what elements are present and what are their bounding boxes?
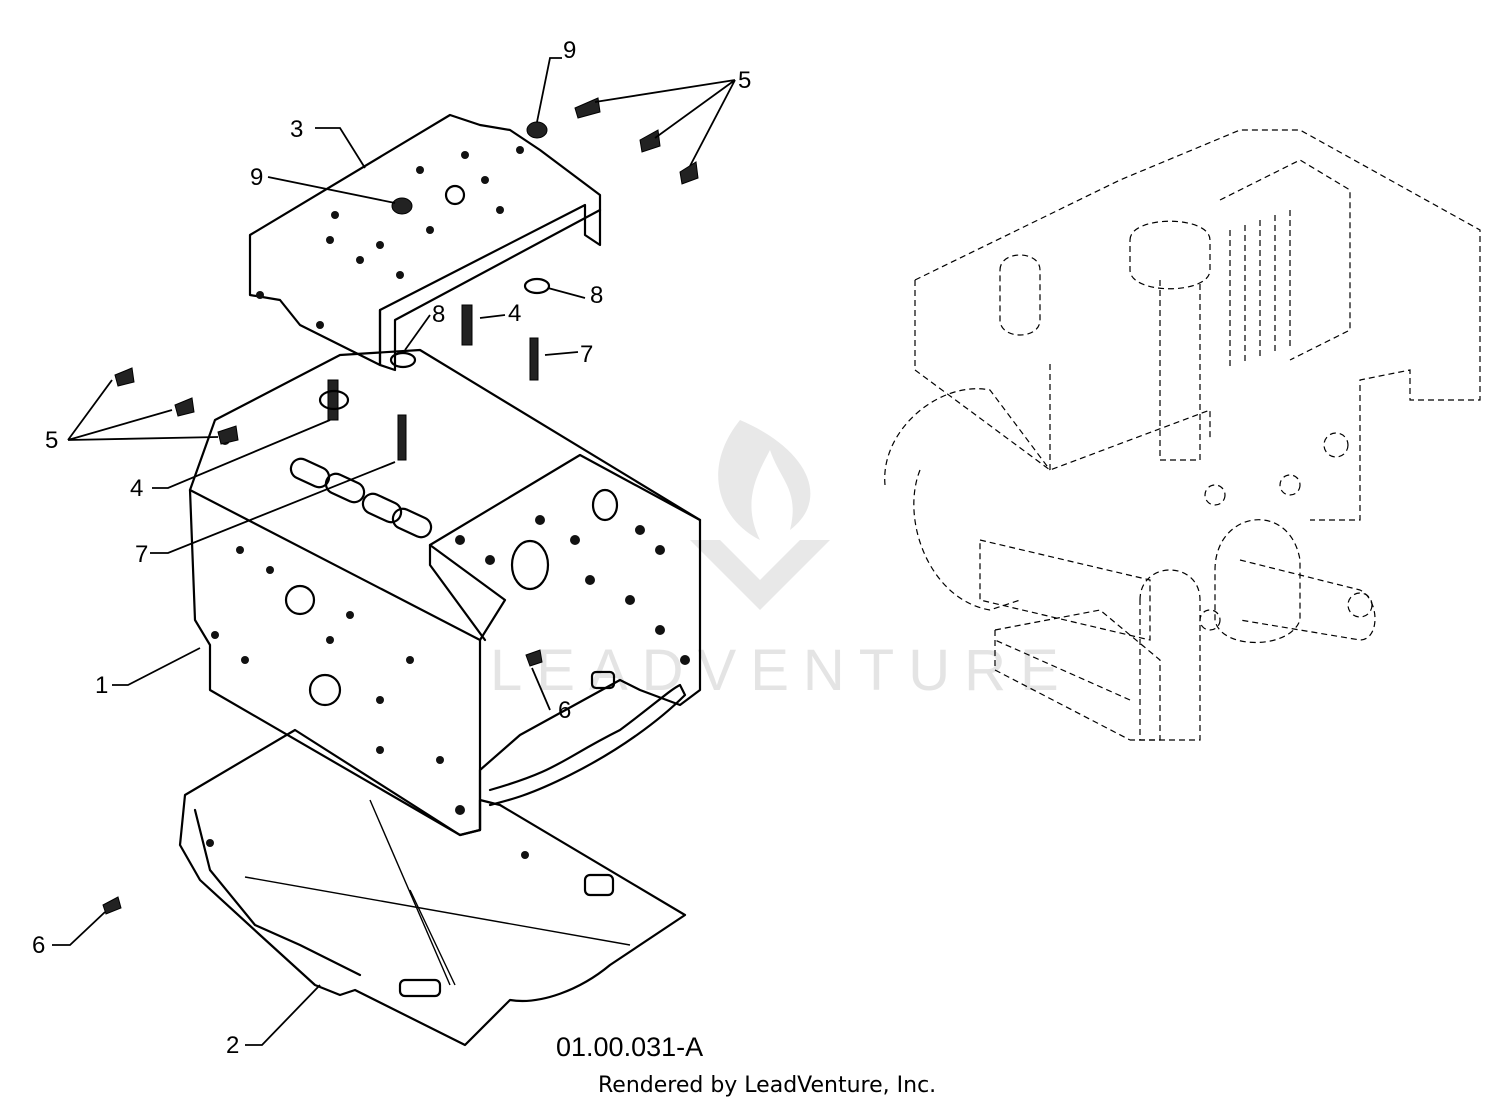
callout-2: 2: [226, 1032, 239, 1059]
callout-9-mid: 9: [250, 164, 263, 191]
callout-6-left: 6: [32, 932, 45, 959]
part-2-bottom-shield: [178, 728, 687, 1047]
watermark-logo: LEADVENTURE: [490, 420, 1073, 703]
callout-4-left: 4: [130, 475, 143, 502]
callout-7-left: 7: [135, 541, 148, 568]
callout-9-top: 9: [563, 37, 576, 64]
callout-8-right: 8: [590, 282, 603, 309]
leader-lines: [52, 57, 736, 1046]
callouts: 9 5 3 9 8 4 8 7 5 4 7 1 6 6 2: [32, 37, 751, 1059]
callout-8-left: 8: [432, 301, 445, 328]
callout-7-top: 7: [580, 341, 593, 368]
engine-outline: [884, 129, 1481, 741]
watermark-text: LEADVENTURE: [490, 638, 1073, 703]
figure-code: 01.00.031-A: [556, 1032, 703, 1062]
callout-6-right: 6: [558, 697, 571, 724]
fasteners: [102, 97, 699, 915]
part-3-top-cover: [248, 113, 602, 372]
render-credit: Rendered by LeadVenture, Inc.: [598, 1073, 936, 1098]
callout-5-left: 5: [45, 427, 58, 454]
callout-5-top: 5: [738, 67, 751, 94]
part-1-main-frame: [188, 348, 702, 837]
callout-4-top: 4: [508, 300, 521, 327]
callout-3: 3: [290, 116, 303, 143]
callout-1: 1: [95, 672, 108, 699]
